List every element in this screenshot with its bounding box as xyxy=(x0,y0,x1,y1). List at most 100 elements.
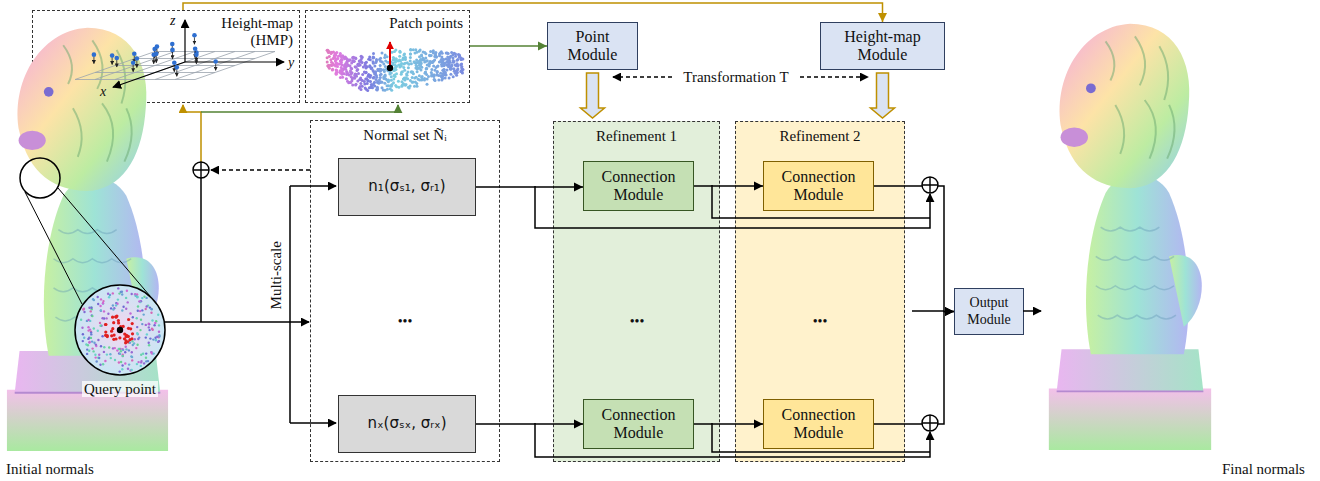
refinement-band: Refinement 1Connection ModuleConnection … xyxy=(553,121,720,462)
zoom-point xyxy=(90,310,92,312)
cloud-point xyxy=(354,74,357,77)
cloud-point xyxy=(384,65,387,68)
cloud-point xyxy=(416,85,419,88)
cloud-point xyxy=(431,74,434,77)
zoom-point xyxy=(134,338,136,340)
cloud-point xyxy=(352,57,355,60)
height-arrow xyxy=(153,57,154,64)
node-text: Normal set Ñᵢ xyxy=(363,127,446,144)
zoom-point xyxy=(155,339,157,341)
height-arrow xyxy=(194,37,195,44)
zoom-point xyxy=(135,347,137,349)
zoom-point xyxy=(121,291,123,293)
zoom-point xyxy=(148,329,150,331)
cloud-point xyxy=(367,74,370,77)
cloud-point xyxy=(344,56,347,59)
cloud-point xyxy=(379,73,382,76)
grid-line xyxy=(75,52,155,80)
cloud-point xyxy=(399,51,402,54)
cloud-point xyxy=(404,62,407,65)
cloud-point xyxy=(444,73,447,76)
zoom-point xyxy=(136,363,138,365)
height-arrow xyxy=(172,52,173,59)
cloud-point xyxy=(400,71,403,74)
cloud-point xyxy=(335,72,338,75)
connection-box: Connection Module xyxy=(763,399,874,449)
cloud-point xyxy=(335,73,338,76)
figure-label: y xyxy=(288,55,294,70)
cloud-point xyxy=(402,66,405,69)
zoom-point xyxy=(112,308,114,310)
cloud-point xyxy=(361,85,364,88)
cloud-point xyxy=(442,58,445,61)
zoom-point xyxy=(124,362,126,364)
zoom-point xyxy=(127,301,129,303)
zoom-point xyxy=(100,345,102,347)
zoom-point xyxy=(124,351,126,353)
zoom-point xyxy=(112,321,115,324)
cloud-point xyxy=(397,86,400,89)
block-arrow xyxy=(581,73,605,118)
zoom-point xyxy=(97,296,99,298)
cloud-point xyxy=(411,76,414,79)
cloud-point xyxy=(440,65,443,68)
zoom-point xyxy=(107,313,109,315)
cloud-point xyxy=(426,59,429,62)
cloud-point xyxy=(327,51,330,54)
cloud-point xyxy=(390,79,393,82)
zoom-point xyxy=(125,297,127,299)
cloud-point xyxy=(354,65,357,68)
cloud-point xyxy=(395,65,398,68)
zoom-point xyxy=(103,346,105,348)
cloud-point xyxy=(327,50,330,53)
zoom-point xyxy=(88,341,90,343)
zoom-point xyxy=(106,353,108,355)
height-arrow xyxy=(174,65,175,72)
height-point xyxy=(110,53,115,58)
cloud-point xyxy=(390,84,393,87)
cloud-point xyxy=(349,58,352,61)
cloud-point xyxy=(430,68,433,71)
cloud-point xyxy=(438,60,441,63)
cloud-point xyxy=(330,51,333,54)
cloud-point xyxy=(448,77,451,80)
cloud-point xyxy=(411,71,414,74)
zoom-point xyxy=(122,355,124,357)
zoom-point xyxy=(80,319,82,321)
height-arrow xyxy=(156,56,157,63)
zoom-point xyxy=(99,305,101,307)
zoom-point xyxy=(101,335,103,337)
cloud-point xyxy=(441,77,444,80)
node-text: Output Module xyxy=(960,295,1018,327)
block-arrow xyxy=(871,73,895,118)
zoom-point xyxy=(149,337,151,339)
cloud-point xyxy=(357,64,360,67)
cloud-point xyxy=(358,59,361,62)
zoom-point xyxy=(143,313,145,315)
zoom-point xyxy=(152,338,154,340)
zoom-point xyxy=(83,311,85,313)
axis-line xyxy=(185,61,284,62)
height-point xyxy=(193,47,198,52)
zoom-point xyxy=(92,298,94,300)
cloud-point xyxy=(447,64,450,67)
cloud-point xyxy=(386,61,389,64)
focus-circle xyxy=(20,158,60,198)
zoom-point xyxy=(158,324,160,326)
cloud-point xyxy=(372,52,375,55)
cloud-point xyxy=(409,60,412,63)
zoom-point xyxy=(102,363,104,365)
cloud-point xyxy=(454,52,457,55)
cloud-point xyxy=(399,63,402,66)
cloud-point xyxy=(354,73,357,76)
cloud-point xyxy=(460,65,463,68)
zoom-point xyxy=(110,307,112,309)
cloud-point xyxy=(423,77,426,80)
grid-line xyxy=(175,52,255,80)
cloud-point xyxy=(348,74,351,77)
cloud-point xyxy=(410,62,413,65)
cloud-point xyxy=(326,56,329,59)
zoom-point xyxy=(98,354,100,356)
zoom-point xyxy=(141,309,143,311)
